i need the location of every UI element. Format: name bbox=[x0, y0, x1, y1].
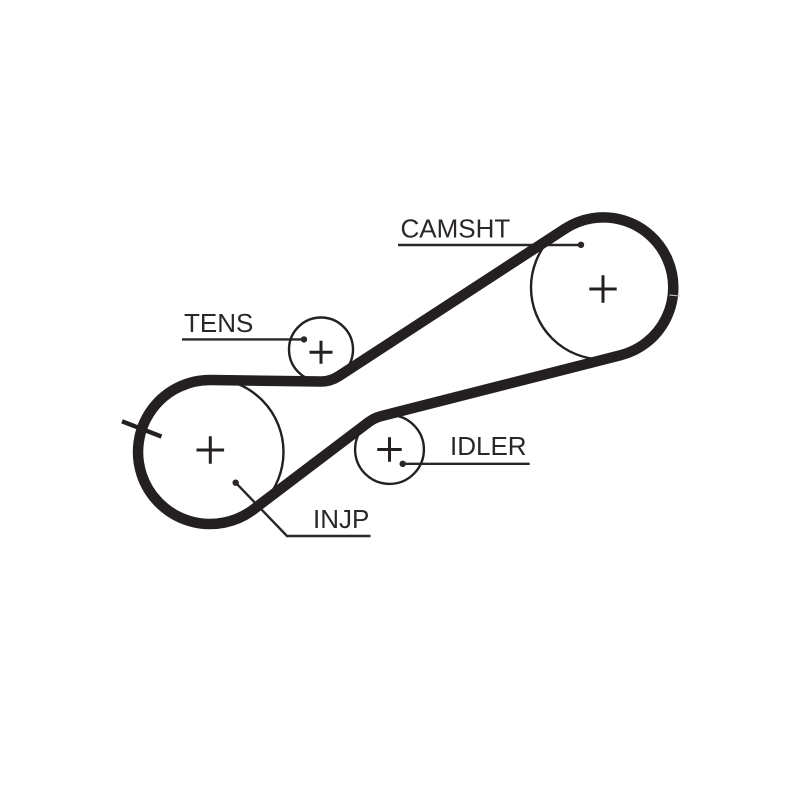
injp-leader-dot bbox=[232, 479, 239, 486]
injp-leader-line bbox=[234, 481, 371, 538]
camshaft-plus-mark bbox=[589, 275, 617, 303]
camshaft-label: CAMSHT bbox=[401, 214, 511, 244]
injp-plus-mark bbox=[196, 436, 225, 464]
timing-belt bbox=[132, 212, 679, 530]
tensioner-leader-dot bbox=[300, 336, 308, 343]
label-group-tensioner bbox=[182, 336, 308, 343]
camshaft-belt-tick bbox=[669, 294, 681, 297]
tensioner-plus-mark bbox=[309, 340, 333, 364]
label-group-idler bbox=[399, 460, 530, 467]
idler-label: IDLER bbox=[450, 431, 527, 461]
injp-label: INJP bbox=[313, 504, 369, 534]
label-group-injection-pump bbox=[232, 479, 371, 538]
idler-leader-dot bbox=[399, 460, 406, 467]
camshaft-leader-dot bbox=[577, 241, 585, 248]
idler-plus-mark bbox=[377, 437, 402, 462]
label-group-camshaft bbox=[398, 241, 585, 248]
tensioner-label: TENS bbox=[184, 308, 253, 338]
